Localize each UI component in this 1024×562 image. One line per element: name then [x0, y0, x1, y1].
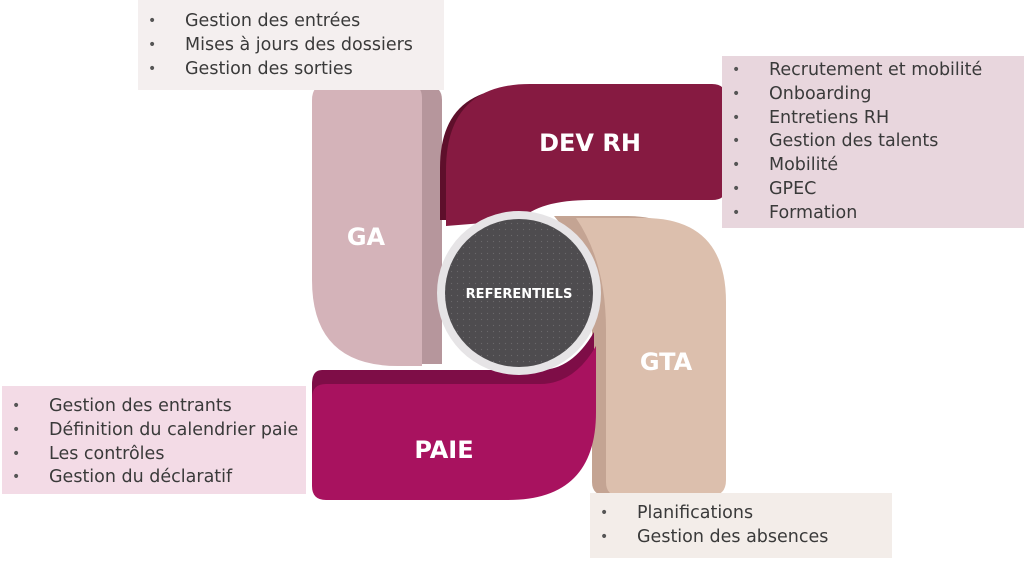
paie-list: Gestion des entrants Définition du calen… [2, 395, 306, 490]
gta-list: Planifications Gestion des absences [590, 502, 892, 550]
paie-label: PAIE [414, 436, 473, 464]
center-hub[interactable]: REFERENTIELS [437, 211, 601, 375]
list-item: Formation [722, 202, 1024, 226]
list-item: Mises à jours des dossiers [138, 34, 444, 58]
ga-label: GA [347, 223, 386, 251]
devrh-segment[interactable]: DEV RH [440, 84, 726, 226]
list-item: Gestion des entrées [138, 10, 444, 34]
list-item: Gestion des absences [590, 526, 892, 550]
ga-list: Gestion des entrées Mises à jours des do… [138, 10, 444, 81]
center-label: REFERENTIELS [466, 287, 573, 302]
list-item: Gestion des entrants [2, 395, 306, 419]
list-item: Recrutement et mobilité [722, 59, 1024, 83]
list-item: Gestion des talents [722, 130, 1024, 154]
list-item: Planifications [590, 502, 892, 526]
paie-description-box: Gestion des entrants Définition du calen… [2, 386, 306, 494]
ga-description-box: Gestion des entrées Mises à jours des do… [138, 0, 444, 90]
devrh-description-box: Recrutement et mobilité Onboarding Entre… [722, 56, 1024, 228]
list-item: Définition du calendrier paie [2, 419, 306, 443]
list-item: Les contrôles [2, 443, 306, 467]
list-item: Onboarding [722, 83, 1024, 107]
gta-description-box: Planifications Gestion des absences [590, 493, 892, 558]
list-item: Entretiens RH [722, 107, 1024, 131]
list-item: GPEC [722, 178, 1024, 202]
gta-label: GTA [640, 348, 693, 376]
devrh-list: Recrutement et mobilité Onboarding Entre… [722, 59, 1024, 226]
list-item: Mobilité [722, 154, 1024, 178]
list-item: Gestion des sorties [138, 58, 444, 82]
list-item: Gestion du déclaratif [2, 466, 306, 490]
devrh-label: DEV RH [539, 129, 641, 157]
ga-segment[interactable]: GA [312, 84, 442, 366]
